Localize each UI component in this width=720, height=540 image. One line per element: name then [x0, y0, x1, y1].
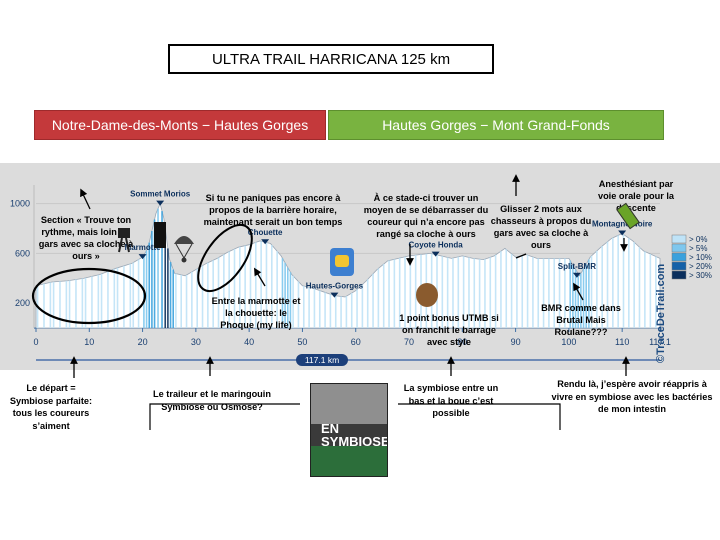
legend-label: > 5% [689, 244, 707, 253]
y-tick-label: 1000 [10, 199, 30, 209]
poster-text: EN SYMBIOSE [321, 421, 388, 449]
y-tick-label: 200 [15, 298, 30, 308]
place-label: Montagne Noire [592, 219, 653, 228]
place-marker [261, 239, 270, 245]
x-tick-label: 110 [615, 337, 629, 347]
highlight-ellipse-start [31, 267, 147, 325]
annotation-boue: La symbiose entre un bas et la boue c’es… [403, 383, 499, 418]
annotation-barriere: Si tu ne paniques pas encore à propos de… [203, 193, 343, 227]
beaver-icon [416, 283, 438, 307]
annotation-rythme: Section « Trouve ton rythme, mais loin d… [38, 215, 134, 261]
elevation-profile-chart: 200 600 1000 0 10 20 30 40 50 60 70 80 90 100 110 117.… [10, 185, 712, 366]
distance-badge-label: 117.1 km [305, 355, 339, 365]
legend-swatch [671, 234, 687, 244]
x-tick-label: 0 [33, 337, 38, 347]
annotation-maringouin: Le traileur et le maringouin Symbiose ou… [153, 389, 271, 412]
annotation-depart: Le départ = Symbiose parfaite: tous les … [9, 383, 93, 431]
distance-badge: 117.1 km [36, 354, 660, 366]
place-marker [138, 254, 147, 260]
legend-label: > 20% [689, 262, 712, 271]
segment-banner-left: Notre-Dame-des-Monts − Hautes Gorges [34, 110, 326, 140]
place-marker [330, 292, 339, 298]
x-tick-label: 80 [457, 337, 467, 347]
place-label: Chouette [248, 228, 283, 237]
place-marker [618, 230, 627, 236]
annotation-stade: À ce stade-ci trouver un moyen de se déb… [363, 193, 489, 239]
place-label: Hautes-Gorges [306, 282, 364, 291]
camera-operator-icon [118, 228, 130, 253]
x-tick-label: 100 [561, 337, 576, 347]
legend-swatch [671, 261, 687, 271]
place-marker [431, 251, 440, 257]
place-label: Split-BMR [558, 262, 596, 271]
annotation-anesthesiant: Anesthésiant par voie orale pour la desc… [597, 179, 675, 213]
y-tick-labels: 200 600 1000 [10, 199, 30, 308]
legend-label: > 30% [689, 271, 712, 280]
annotation-phoque: Entre la marmotte et la chouette: le Pho… [211, 296, 301, 330]
x-tick-label: 30 [191, 337, 201, 347]
page-title: ULTRA TRAIL HARRICANA 125 km [168, 44, 494, 74]
bag-icon [330, 248, 354, 276]
place-label: Coyote Honda [409, 241, 464, 250]
place-label: Marmotte [125, 243, 162, 252]
slope-legend: > 0%> 5%> 10%> 20%> 30% [671, 234, 712, 280]
elevation-area [35, 202, 661, 329]
parachute-icon [174, 236, 194, 263]
annotation-chasseurs: Glisser 2 mots aux chasseurs à propos du… [490, 204, 592, 250]
en-symbiose-poster-image: EN SYMBIOSE [310, 383, 388, 477]
x-tick-label: 20 [138, 337, 148, 347]
x-tick-label: 60 [351, 337, 361, 347]
pictograms-left [118, 222, 194, 263]
legend-swatch [671, 252, 687, 262]
place-label: Sommet Morios [130, 190, 191, 199]
legend-label: > 10% [689, 253, 712, 262]
x-tick-label: 10 [84, 337, 94, 347]
annotation-utmb: 1 point bonus UTMB si on franchit le bar… [399, 313, 499, 347]
x-tick-label: 90 [511, 337, 521, 347]
distance-badge-bg [296, 354, 348, 366]
place-marker [156, 200, 165, 206]
annotation-bmr: BMR comme dans Brutal Mais Roulane??? [541, 303, 621, 337]
x-tick-label: 40 [244, 337, 254, 347]
watermark: ©TraceDeTrail.com [655, 264, 667, 363]
x-tick-label: 117.1 [649, 337, 671, 347]
legend-swatch [671, 243, 687, 253]
legend-label: > 0% [689, 235, 707, 244]
x-tick-label: 70 [404, 337, 414, 347]
segment-banner-right: Hautes Gorges − Mont Grand-Fonds [328, 110, 664, 140]
x-tick-labels: 0 10 20 30 40 50 60 70 80 90 100 110 117.1 [33, 328, 671, 347]
legend-swatch [671, 270, 687, 280]
x-tick-label: 50 [297, 337, 307, 347]
hiker-icon [154, 222, 166, 248]
place-marker [572, 272, 581, 278]
y-tick-label: 600 [15, 248, 30, 258]
annotation-bacteries: Rendu là, j’espère avoir réappris à vivr… [551, 379, 713, 414]
highlight-ellipse-barrier [197, 224, 253, 292]
